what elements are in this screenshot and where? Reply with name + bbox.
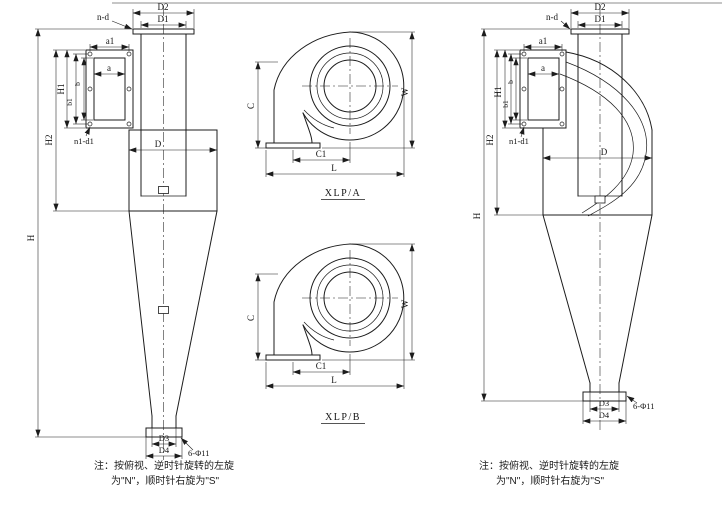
xlpa-scroll-casing bbox=[265, 31, 405, 149]
xlpa-inlet-flange-outer bbox=[309, 45, 391, 127]
xlpb-dim-label-w: W bbox=[400, 299, 410, 308]
left-centerline-marker-upper bbox=[158, 186, 169, 194]
right-spiral-curve-outer bbox=[565, 61, 648, 217]
xlpa-dim-label-c1: C1 bbox=[316, 149, 327, 159]
left-note-line2: 为"N"，顺时针右旋为"S" bbox=[111, 474, 220, 487]
right-dim-label-bolts: 6-Φ11 bbox=[633, 401, 654, 411]
left-dim-label-h1: H1 bbox=[56, 84, 66, 95]
right-dim-label-h: H bbox=[472, 212, 482, 219]
left-dim-label-b1: b1 bbox=[65, 98, 74, 106]
xlpa-dim-label-l: L bbox=[331, 163, 337, 173]
left-dim-label-h: H bbox=[26, 234, 36, 241]
right-dim-label-h1: H1 bbox=[493, 87, 503, 98]
left-dim-label-a1: a1 bbox=[106, 36, 115, 46]
left-dim-label-b: b bbox=[73, 82, 82, 86]
left-note-line1: 注：按俯视、逆时针旋转的左旋 bbox=[94, 459, 234, 472]
left-dim-label-bolts: 6-Φ11 bbox=[188, 448, 209, 458]
right-dim-label-d2: D2 bbox=[595, 2, 606, 12]
right-dim-label-d4: D4 bbox=[599, 410, 610, 420]
left-dim-label-n1-d1: n1-d1 bbox=[74, 136, 94, 146]
right-dim-label-d3: D3 bbox=[599, 398, 609, 408]
left-centerline-marker-lower bbox=[158, 306, 169, 314]
left-dim-label-d3: D3 bbox=[159, 433, 169, 443]
right-dim-label-b1: b1 bbox=[501, 100, 510, 108]
left-dim-label-n-d: n-d bbox=[97, 12, 109, 22]
left-dim-label-d2: D2 bbox=[158, 2, 169, 12]
xlpb-inlet-flange-outer bbox=[309, 257, 391, 339]
xlpb-dim-label-c: C bbox=[246, 315, 256, 321]
left-dim-label-d: D bbox=[155, 139, 162, 149]
right-inlet-flange bbox=[519, 49, 567, 129]
xlpa-dim-label-w: W bbox=[400, 87, 410, 96]
right-cyclone-view: n-d D2 D1 a1 a H1 b b1 H2 H n1-d1 D D3 D… bbox=[472, 2, 654, 487]
volute-view-xlpb: W C C1 L XLP/B bbox=[246, 243, 415, 424]
xlpb-inlet-opening bbox=[323, 271, 377, 325]
left-dim-label-a: a bbox=[107, 63, 111, 73]
right-dimensions bbox=[481, 9, 653, 424]
right-dim-label-h2: H2 bbox=[485, 135, 495, 146]
right-dim-label-d1: D1 bbox=[595, 14, 606, 24]
right-centerline-marker bbox=[594, 195, 606, 204]
left-cyclone-body bbox=[128, 129, 218, 438]
xlpb-dim-label-c1: C1 bbox=[316, 361, 327, 371]
xlpa-dimensions bbox=[255, 31, 415, 177]
right-dim-label-n-d: n-d bbox=[546, 12, 558, 22]
left-dim-label-d1: D1 bbox=[158, 14, 169, 24]
left-inlet-flange bbox=[85, 49, 134, 129]
left-dim-label-d4: D4 bbox=[159, 445, 170, 455]
right-note-line1: 注：按俯视、逆时针旋转的左旋 bbox=[479, 459, 619, 472]
left-outlet-pipe bbox=[132, 28, 195, 197]
right-note-line2: 为"N"，顺时针右旋为"S" bbox=[496, 474, 605, 487]
right-dim-label-n1-d1: n1-d1 bbox=[509, 136, 529, 146]
left-dim-label-h2: H2 bbox=[44, 135, 54, 146]
xlpa-inlet-bolt-circle bbox=[316, 52, 384, 120]
xlpb-dimensions bbox=[255, 243, 415, 389]
right-outlet-pipe bbox=[570, 28, 630, 197]
left-dimensions bbox=[35, 9, 218, 459]
volute-view-xlpa: W C C1 L XLP/A bbox=[246, 31, 415, 200]
xlpb-caption: XLP/B bbox=[325, 412, 361, 423]
xlpb-inlet-bolt-circle bbox=[316, 264, 384, 332]
xlpa-dim-label-c: C bbox=[246, 103, 256, 109]
right-dim-label-d: D bbox=[601, 147, 608, 157]
right-dim-label-a: a bbox=[541, 63, 545, 73]
right-dim-label-b: b bbox=[506, 80, 515, 84]
xlpb-scroll-casing bbox=[265, 243, 405, 361]
xlpa-caption: XLP/A bbox=[325, 188, 361, 199]
left-cyclone-view: n-d D2 D1 a1 a H1 b b1 H2 H n1-d1 D D3 D… bbox=[26, 2, 234, 487]
xlpb-dim-label-l: L bbox=[331, 375, 337, 385]
right-dim-label-a1: a1 bbox=[539, 36, 548, 46]
right-cyclone-body bbox=[542, 51, 653, 402]
xlpa-inlet-opening bbox=[323, 59, 377, 113]
